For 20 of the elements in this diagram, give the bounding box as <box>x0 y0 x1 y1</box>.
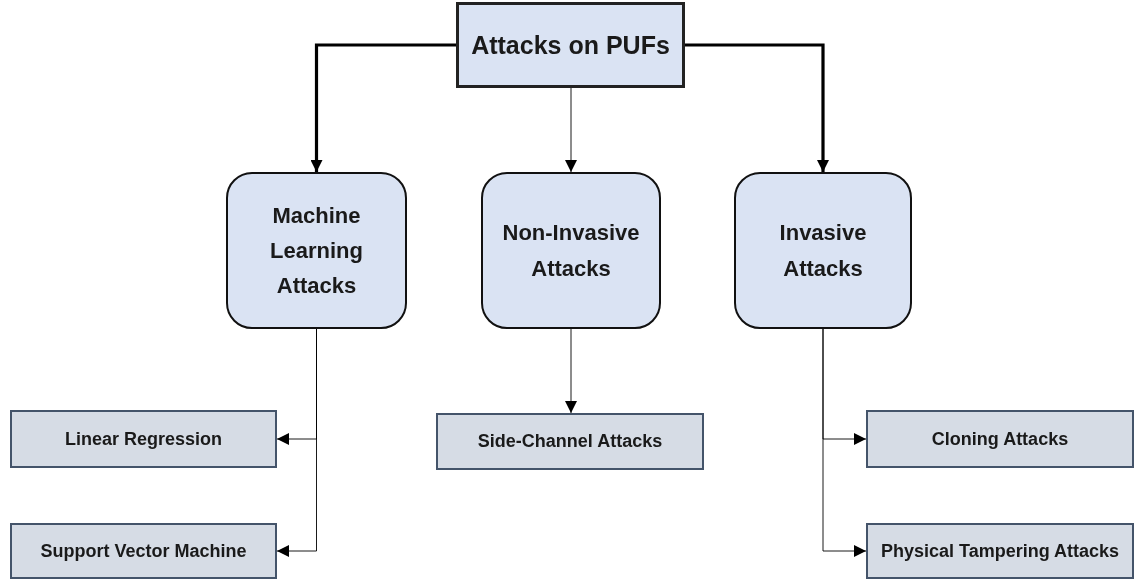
leaf-box <box>10 410 277 468</box>
leaf-box <box>866 523 1134 579</box>
node-label: Machine Learning Attacks <box>269 201 364 301</box>
root-box <box>456 2 685 88</box>
node-label: Support Vector Machine <box>40 540 247 562</box>
node-label: Cloning Attacks <box>931 428 1069 450</box>
node-label: Linear Regression <box>64 428 223 450</box>
node-label: Attacks on PUFs <box>471 30 670 60</box>
category-box <box>226 172 407 329</box>
node-label: Non-Invasive Attacks <box>501 219 641 283</box>
node-label: Side-Channel Attacks <box>477 431 663 452</box>
category-box <box>481 172 661 329</box>
node-label: Invasive Attacks <box>778 219 868 283</box>
node-label: Physical Tampering Attacks <box>880 540 1120 562</box>
leaf-box <box>866 410 1134 468</box>
leaf-box <box>436 413 704 470</box>
category-box <box>734 172 912 329</box>
leaf-box <box>10 523 277 579</box>
arrow <box>685 43 829 172</box>
arrow <box>310 43 456 172</box>
